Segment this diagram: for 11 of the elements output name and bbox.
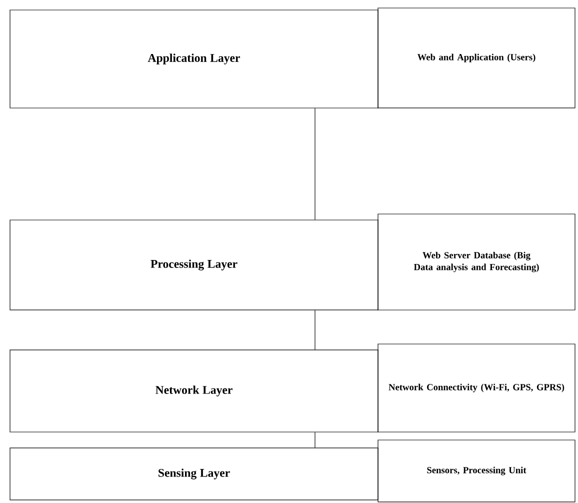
connector-line [314, 432, 316, 448]
layer-box: Processing Layer [10, 220, 378, 310]
layer-box: Network Layer [10, 350, 378, 432]
layer-box: Sensing Layer [10, 448, 378, 500]
description-box: Web and Application (Users) [378, 8, 576, 108]
connector-line [314, 310, 316, 350]
description-box: Web Server Database (Big Data analysis and Forecasting) [378, 214, 576, 310]
layer-box: Application Layer [10, 10, 378, 108]
connector-line [314, 108, 316, 220]
description-box: Network Connectivity (Wi-Fi, GPS, GPRS) [378, 344, 576, 432]
description-box: Sensors, Processing Unit [378, 440, 576, 502]
